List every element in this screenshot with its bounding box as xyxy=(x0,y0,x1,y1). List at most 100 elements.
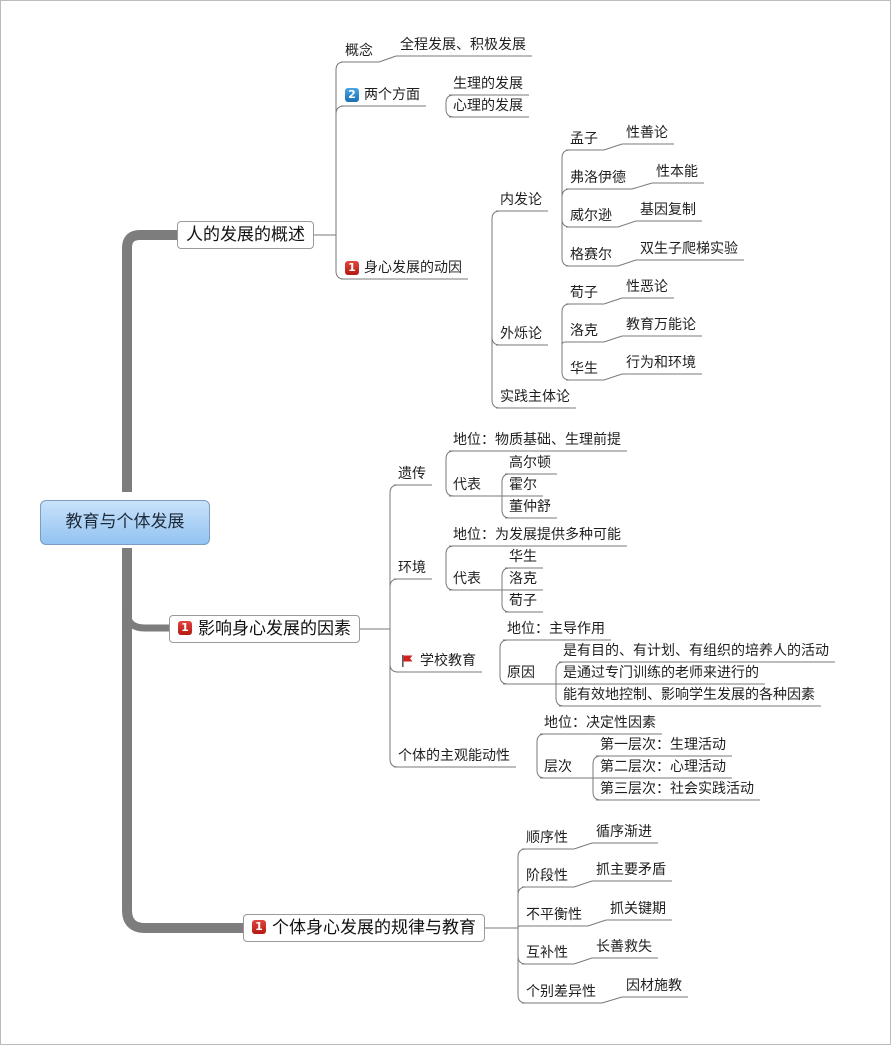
leaf-node[interactable]: 双生子爬梯实验 xyxy=(640,241,738,257)
factor-environment[interactable]: 环境 xyxy=(398,560,426,576)
leaf-node[interactable]: 长善救失 xyxy=(596,939,652,955)
person-node[interactable]: 格赛尔 xyxy=(570,247,612,263)
leaf-node[interactable]: 董仲舒 xyxy=(509,499,551,515)
flag-icon xyxy=(402,655,413,667)
leaf-node[interactable]: 性恶论 xyxy=(626,279,668,295)
subtopic-representatives[interactable]: 代表 xyxy=(453,477,481,493)
connector-line xyxy=(378,55,397,63)
person-node[interactable]: 孟子 xyxy=(570,131,598,147)
connector-line xyxy=(517,925,522,929)
person-node[interactable]: 荀子 xyxy=(570,285,598,301)
trunk-line xyxy=(122,548,243,933)
connector-line xyxy=(517,848,527,928)
factor-subjective-initiative[interactable]: 个体的主观能动性 xyxy=(398,748,510,764)
subtopic-concept[interactable]: 概念 xyxy=(345,43,373,59)
connector-line xyxy=(573,957,593,965)
person-node[interactable]: 弗洛伊德 xyxy=(570,170,626,186)
leaf-node[interactable]: 全程发展、积极发展 xyxy=(400,37,526,53)
connector-line xyxy=(445,94,455,106)
theory-external[interactable]: 外烁论 xyxy=(500,326,542,342)
connector-line xyxy=(573,880,593,888)
connector-line xyxy=(561,303,571,345)
connector-line xyxy=(501,496,511,519)
connector-line xyxy=(335,105,345,235)
connector-line xyxy=(335,61,345,235)
leaf-node[interactable]: 荀子 xyxy=(509,593,537,609)
law-stages[interactable]: 阶段性 xyxy=(526,868,568,884)
leaf-node[interactable]: 地位：主导作用 xyxy=(507,621,605,637)
connector-line xyxy=(603,143,623,151)
leaf-node[interactable]: 抓关键期 xyxy=(610,901,666,917)
leaf-node[interactable]: 抓主要矛盾 xyxy=(596,862,666,878)
connector-line xyxy=(389,629,399,768)
law-individual-differences[interactable]: 个别差异性 xyxy=(526,984,596,1000)
connector-line xyxy=(555,684,565,707)
central-topic[interactable]: 教育与个体发展 xyxy=(40,500,210,545)
factor-heredity[interactable]: 遗传 xyxy=(398,466,426,482)
subtopic-reasons[interactable]: 原因 xyxy=(507,665,535,681)
leaf-node[interactable]: 心理的发展 xyxy=(453,98,523,114)
leaf-node[interactable]: 教育万能论 xyxy=(626,317,696,333)
leaf-node[interactable]: 第一层次：生理活动 xyxy=(600,737,726,753)
law-sequence[interactable]: 顺序性 xyxy=(526,830,568,846)
main-topic-label: 人的发展的概述 xyxy=(186,225,305,245)
connector-line xyxy=(587,919,607,927)
subtopic-representatives[interactable]: 代表 xyxy=(453,571,481,587)
connector-line xyxy=(561,188,571,211)
leaf-node[interactable]: 性善论 xyxy=(626,125,668,141)
connector-line xyxy=(592,755,602,778)
main-topic-overview[interactable]: 人的发展的概述 xyxy=(177,221,314,249)
factor-school-education[interactable]: 学校教育 xyxy=(400,654,476,668)
leaf-node[interactable]: 高尔顿 xyxy=(509,455,551,471)
leaf-node[interactable]: 是有目的、有计划、有组织的培养人的活动 xyxy=(563,643,829,659)
connector-line xyxy=(631,182,653,190)
leaf-node[interactable]: 循序渐进 xyxy=(596,824,652,840)
person-node[interactable]: 洛克 xyxy=(570,323,598,339)
subtopic-levels[interactable]: 层次 xyxy=(544,759,572,775)
leaf-node[interactable]: 是通过专门训练的老师来进行的 xyxy=(563,665,759,681)
law-imbalance[interactable]: 不平衡性 xyxy=(526,907,582,923)
leaf-node[interactable]: 行为和环境 xyxy=(626,355,696,371)
leaf-node[interactable]: 基因复制 xyxy=(640,202,696,218)
leaf-node[interactable]: 第二层次：心理活动 xyxy=(600,759,726,775)
connector-line xyxy=(573,842,593,850)
leaf-node[interactable]: 华生 xyxy=(509,549,537,565)
connector-line xyxy=(561,211,571,267)
leaf-node[interactable]: 性本能 xyxy=(656,164,698,180)
leaf-node[interactable]: 地位：为发展提供多种可能 xyxy=(453,527,621,543)
connector-line xyxy=(501,590,511,613)
connector-line xyxy=(601,996,623,1004)
leaf-node[interactable]: 生理的发展 xyxy=(453,76,523,92)
connector-line xyxy=(445,545,455,579)
theory-practice-subject[interactable]: 实践主体论 xyxy=(500,389,570,405)
connector-line xyxy=(389,578,399,629)
connector-line xyxy=(499,672,509,685)
connector-line xyxy=(501,567,511,590)
connector-line xyxy=(561,149,571,211)
priority-2-icon: 2 xyxy=(345,88,359,102)
connector-line xyxy=(536,767,546,779)
theory-internal[interactable]: 内发论 xyxy=(500,192,542,208)
leaf-node[interactable]: 地位：决定性因素 xyxy=(544,715,656,731)
leaf-node[interactable]: 霍尔 xyxy=(509,477,537,493)
connector-line xyxy=(517,928,527,1004)
leaf-node[interactable]: 洛克 xyxy=(509,571,537,587)
connector-line xyxy=(491,279,501,346)
leaf-node[interactable]: 能有效地控制、影响学生发展的各种因素 xyxy=(563,687,815,703)
connector-line xyxy=(517,928,527,965)
connector-line xyxy=(555,661,565,684)
connector-line xyxy=(499,639,509,672)
main-topic-label: 个体身心发展的规律与教育 xyxy=(272,918,476,938)
leaf-node[interactable]: 地位：物质基础、生理前提 xyxy=(453,432,621,448)
law-complementarity[interactable]: 互补性 xyxy=(526,945,568,961)
leaf-node[interactable]: 因材施教 xyxy=(626,978,682,994)
person-node[interactable]: 威尔逊 xyxy=(570,208,612,224)
connector-line xyxy=(536,733,546,767)
leaf-node[interactable]: 第三层次：社会实践活动 xyxy=(600,781,754,797)
person-node[interactable]: 华生 xyxy=(570,361,598,377)
main-topic-label: 影响身心发展的因素 xyxy=(198,619,351,639)
